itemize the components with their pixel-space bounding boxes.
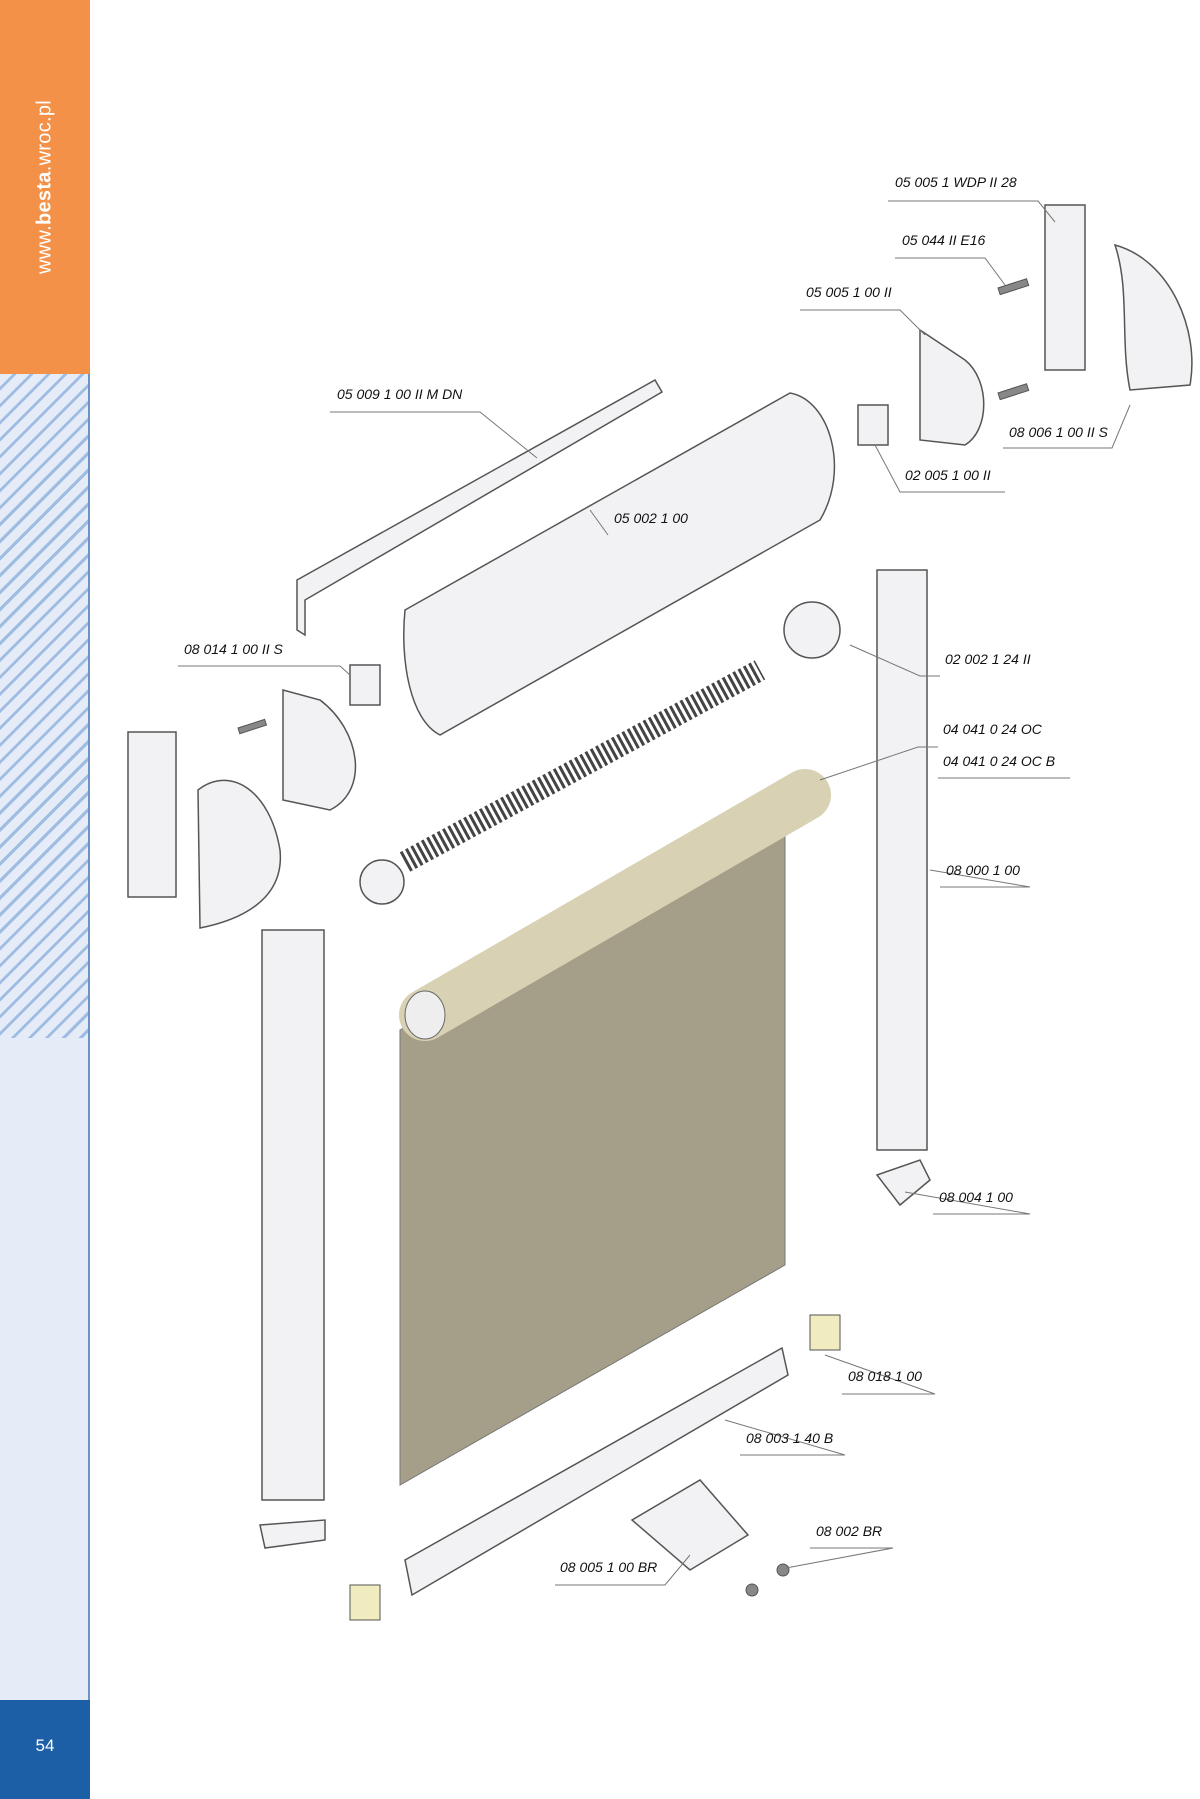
page-number-box: [0, 1700, 90, 1799]
leader-line: [178, 665, 351, 676]
leader-line: [1003, 404, 1131, 449]
headrail-profile: [296, 378, 664, 637]
brand-band: [0, 0, 90, 374]
leader-line: [874, 444, 1005, 493]
part-label: 04 041 0 24 OC: [943, 721, 1042, 737]
bearing-plug: [857, 404, 889, 446]
leader-line: [800, 309, 926, 336]
screw-5: [776, 1563, 790, 1577]
leader-line: [888, 200, 1056, 223]
leader-line: [824, 1354, 936, 1395]
drive-plug: [783, 601, 841, 659]
part-label: 04 041 0 24 OC B: [943, 753, 1056, 769]
control-mechanism: [919, 328, 985, 446]
leader-line: [819, 746, 938, 781]
sidebar: www.besta.wroc.pl 54: [0, 0, 90, 1799]
part-label: 05 009 1 00 II M DN: [337, 386, 463, 402]
part-label: 02 002 1 24 II: [945, 651, 1031, 667]
part-label: 05 044 II E16: [902, 232, 986, 248]
leader-lines: [178, 200, 1131, 1586]
roller-tube: [399, 769, 831, 1041]
spring-shaft: [399, 660, 766, 872]
fabric-clip-right: [809, 1314, 841, 1351]
screw-1: [997, 278, 1030, 296]
leader-line: [929, 869, 1031, 888]
end-bracket-right: [1044, 204, 1086, 371]
screw-2: [997, 383, 1030, 401]
part-label: 08 005 1 00 BR: [560, 1559, 658, 1575]
screw-4: [745, 1583, 759, 1597]
channel-cap-bottom-right: [875, 1159, 931, 1207]
leader-line: [849, 644, 940, 677]
fabric-clip-left: [349, 1584, 381, 1621]
idle-end-bracket: [282, 689, 357, 811]
side-channel-left: [261, 929, 325, 1501]
roller-tube-end: [404, 990, 446, 1040]
channel-cap-bottom-left: [259, 1519, 326, 1549]
leader-line: [330, 411, 538, 459]
part-label: 05 005 1 WDP II 28: [895, 174, 1017, 190]
side-channel-right: [876, 569, 928, 1151]
pull-handle: [630, 1479, 750, 1571]
part-label: 02 005 1 00 II: [905, 467, 991, 483]
page-number: 54: [35, 1736, 55, 1755]
part-label: 08 006 1 00 II S: [1009, 424, 1108, 440]
part-label: 08 014 1 00 II S: [184, 641, 283, 657]
stripe-pattern: [0, 374, 88, 1038]
leader-line: [555, 1554, 691, 1586]
end-cover-left: [197, 779, 281, 929]
part-label: 05 005 1 00 II: [806, 284, 892, 300]
bottom-bar: [404, 1346, 789, 1597]
screw-3: [237, 718, 268, 735]
cassette-cover: [403, 392, 836, 736]
part-label: 08 004 1 00: [939, 1189, 1013, 1205]
idle-end-plug: [359, 859, 405, 905]
part-label: 08 002 BR: [816, 1523, 883, 1539]
leader-line: [589, 509, 609, 536]
part-label: 05 002 1 00: [614, 510, 688, 526]
leader-line: [724, 1419, 846, 1456]
leader-line: [904, 1191, 1031, 1215]
part-label: 08 000 1 00: [946, 862, 1020, 878]
leader-line: [785, 1547, 894, 1569]
part-label: 08 003 1 40 B: [746, 1430, 834, 1446]
end-cover-right: [1113, 243, 1193, 391]
end-bracket-left: [127, 731, 177, 898]
part-label: 08 018 1 00: [848, 1368, 922, 1384]
leader-line: [895, 257, 1006, 286]
clip-left: [349, 664, 381, 706]
